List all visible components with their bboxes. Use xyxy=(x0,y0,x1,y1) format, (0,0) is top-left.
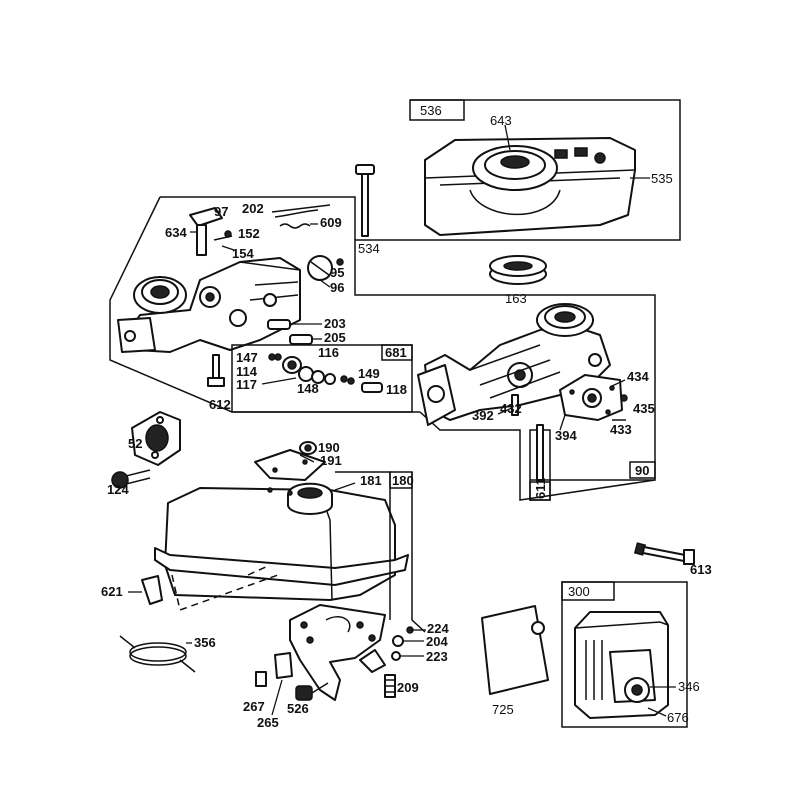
callout-205: 205 xyxy=(324,330,346,345)
callout-434: 434 xyxy=(627,369,649,384)
fuel-tank xyxy=(164,487,396,601)
callout-612: 612 xyxy=(209,397,231,412)
callout-90: 90 xyxy=(635,463,649,478)
carburetor-right-frame xyxy=(419,411,656,501)
callout-116: 116 xyxy=(318,345,339,360)
valve-526 xyxy=(295,685,313,701)
callout-621: 621 xyxy=(101,584,123,599)
clip-621 xyxy=(141,575,163,605)
callout-203: 203 xyxy=(324,316,346,331)
tank-strainer xyxy=(254,449,326,481)
callout-96: 96 xyxy=(330,280,344,295)
callout-223: 223 xyxy=(426,649,448,664)
callout-536: 536 xyxy=(420,103,442,118)
stud-534 xyxy=(355,164,375,175)
governor-link xyxy=(271,204,331,213)
callout-435: 435 xyxy=(633,401,655,416)
callout-204: 204 xyxy=(426,634,448,649)
callout-432: 432 xyxy=(500,401,522,416)
callout-124: 124 xyxy=(107,482,129,497)
air-cleaner-frame xyxy=(354,99,681,481)
callout-202: 202 xyxy=(242,201,264,216)
throttle-lever xyxy=(189,207,223,227)
air-cleaner-group: 536 643 535 163 534 xyxy=(354,99,681,481)
gasket-725 xyxy=(481,605,549,695)
group-box-536 xyxy=(409,99,465,121)
callout-148: 148 xyxy=(297,381,319,396)
callout-534: 534 xyxy=(358,241,380,256)
callout-613: 613 xyxy=(690,562,712,577)
bolt-124 xyxy=(111,471,129,489)
callout-181: 181 xyxy=(360,473,382,488)
callout-356: 356 xyxy=(194,635,216,650)
callout-118: 118 xyxy=(386,382,407,397)
callout-392: 392 xyxy=(472,408,494,423)
callout-265: 265 xyxy=(257,715,279,730)
carburetor-right-group: 90 392 432 434 435 433 394 xyxy=(417,303,656,501)
callout-114: 114 xyxy=(236,364,258,379)
callout-149: 149 xyxy=(358,366,380,381)
callout-300: 300 xyxy=(568,584,590,599)
callout-209: 209 xyxy=(397,680,419,695)
callout-95: 95 xyxy=(330,265,344,280)
callout-147: 147 xyxy=(236,350,258,365)
callout-154: 154 xyxy=(232,246,254,261)
callout-191: 191 xyxy=(320,453,342,468)
callout-609: 609 xyxy=(320,215,342,230)
muffler-group: 613 725 300 346 676 xyxy=(481,542,712,728)
carburetor-group: 97 634 202 609 152 154 95 96 203 205 612 xyxy=(109,196,420,413)
callout-224: 224 xyxy=(427,621,449,636)
callout-97: 97 xyxy=(214,204,228,219)
callout-180: 180 xyxy=(392,473,414,488)
callout-152: 152 xyxy=(238,226,260,241)
clamp-356 xyxy=(129,642,187,662)
tank-bracket xyxy=(289,604,386,701)
callout-433: 433 xyxy=(610,422,632,437)
callout-267: 267 xyxy=(243,699,265,714)
callout-190: 190 xyxy=(318,440,340,455)
callout-117: 117 xyxy=(236,377,257,392)
callout-526: 526 xyxy=(287,701,309,716)
muffler-frame xyxy=(561,581,688,728)
callout-611: 611 xyxy=(533,478,548,499)
screw-267 xyxy=(255,671,267,687)
fuel-tank-group: 52 124 190 191 181 180 621 xyxy=(101,411,449,730)
callout-346: 346 xyxy=(678,679,700,694)
callout-681: 681 xyxy=(385,345,407,360)
callout-52: 52 xyxy=(128,436,142,451)
callout-394: 394 xyxy=(555,428,577,443)
callout-676: 676 xyxy=(667,710,689,725)
kit-681-frame xyxy=(231,344,413,413)
callout-634: 634 xyxy=(165,225,187,240)
callout-535: 535 xyxy=(651,171,673,186)
carburetor-frame-top xyxy=(160,196,356,240)
callout-643: 643 xyxy=(490,113,512,128)
callout-725: 725 xyxy=(492,702,514,717)
callout-163: 163 xyxy=(505,291,527,306)
